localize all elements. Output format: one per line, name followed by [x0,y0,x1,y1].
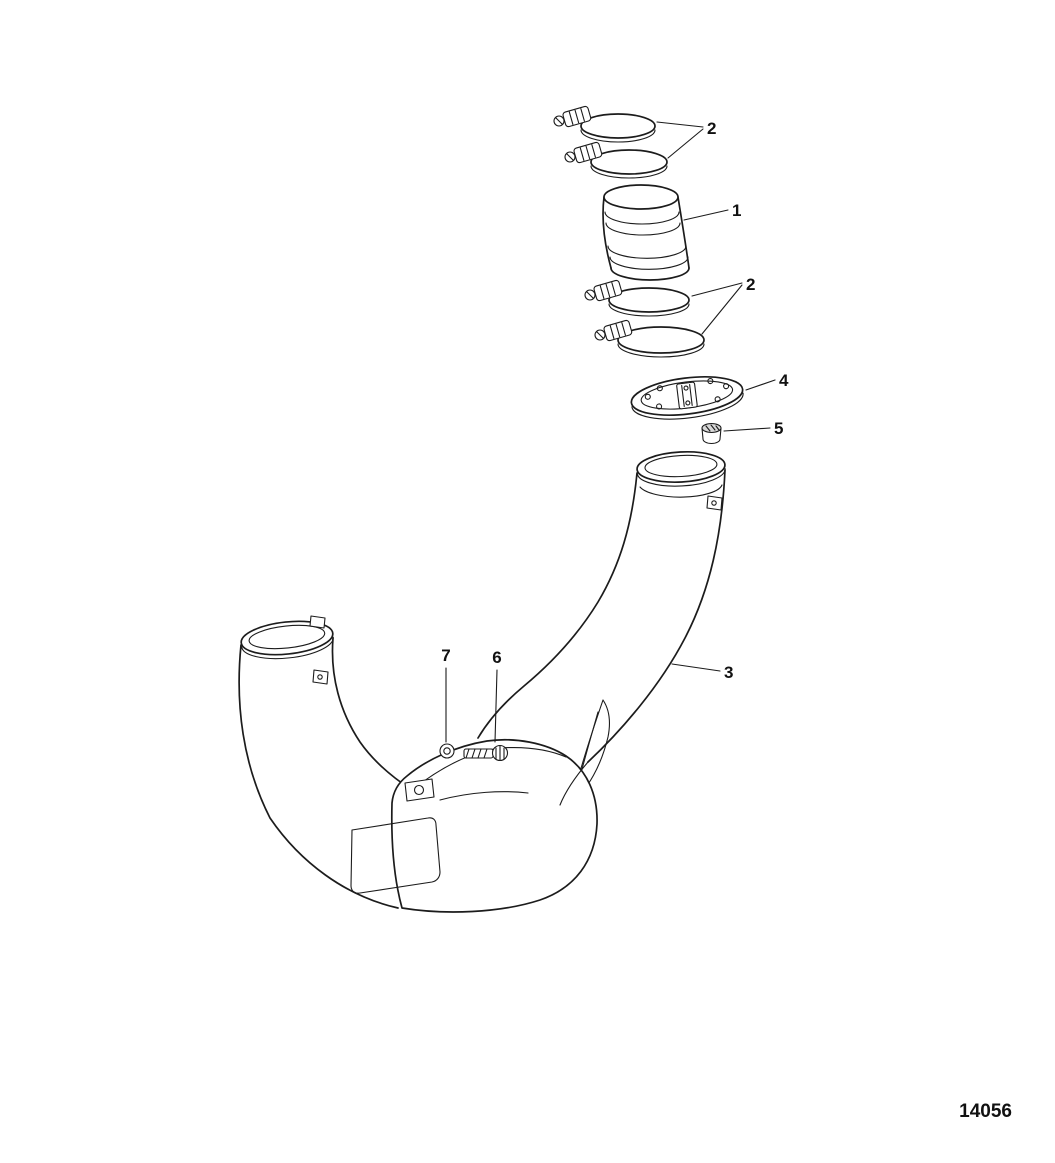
hose-clamp-top-1 [553,105,656,143]
callouts: 2 1 2 4 5 3 7 6 [441,119,789,743]
exhaust-y-pipe [238,450,726,913]
mount-tab [706,495,723,511]
rim-notch [309,615,326,629]
bolt-boss [404,778,435,802]
leader-line [745,379,776,391]
leader-line [667,128,704,159]
leader-line [683,209,729,221]
leader-line [671,663,721,672]
leader-line [691,282,743,297]
leader-line [494,669,498,743]
leader-line [656,121,704,128]
hose-clamp-bottom-1 [584,279,690,317]
left-pipe-opening [240,620,334,660]
plug [701,422,722,445]
hose-clamp-top-2 [564,141,668,179]
leader-line [723,427,771,432]
housing-panel [350,817,441,894]
callout-label-clamps-bottom: 2 [746,275,755,294]
callout-label-plug: 5 [774,419,783,438]
pipe-housing [390,738,598,913]
mount-tab [312,669,329,685]
bolt [463,744,509,762]
callout-label-washer: 7 [441,646,450,665]
right-pipe-opening [636,450,726,487]
gasket-plate [630,376,744,420]
figure-number: 14056 [959,1101,1012,1122]
exhaust-hose [602,184,690,281]
callout-label-hose: 1 [732,201,741,220]
leader-line [701,284,743,335]
hose-clamp-bottom-2 [594,319,705,358]
washer [439,743,455,759]
callout-label-plate: 4 [779,371,789,390]
callout-label-pipe: 3 [724,663,733,682]
callout-label-bolt: 6 [492,648,501,667]
callout-label-clamps-top: 2 [707,119,716,138]
